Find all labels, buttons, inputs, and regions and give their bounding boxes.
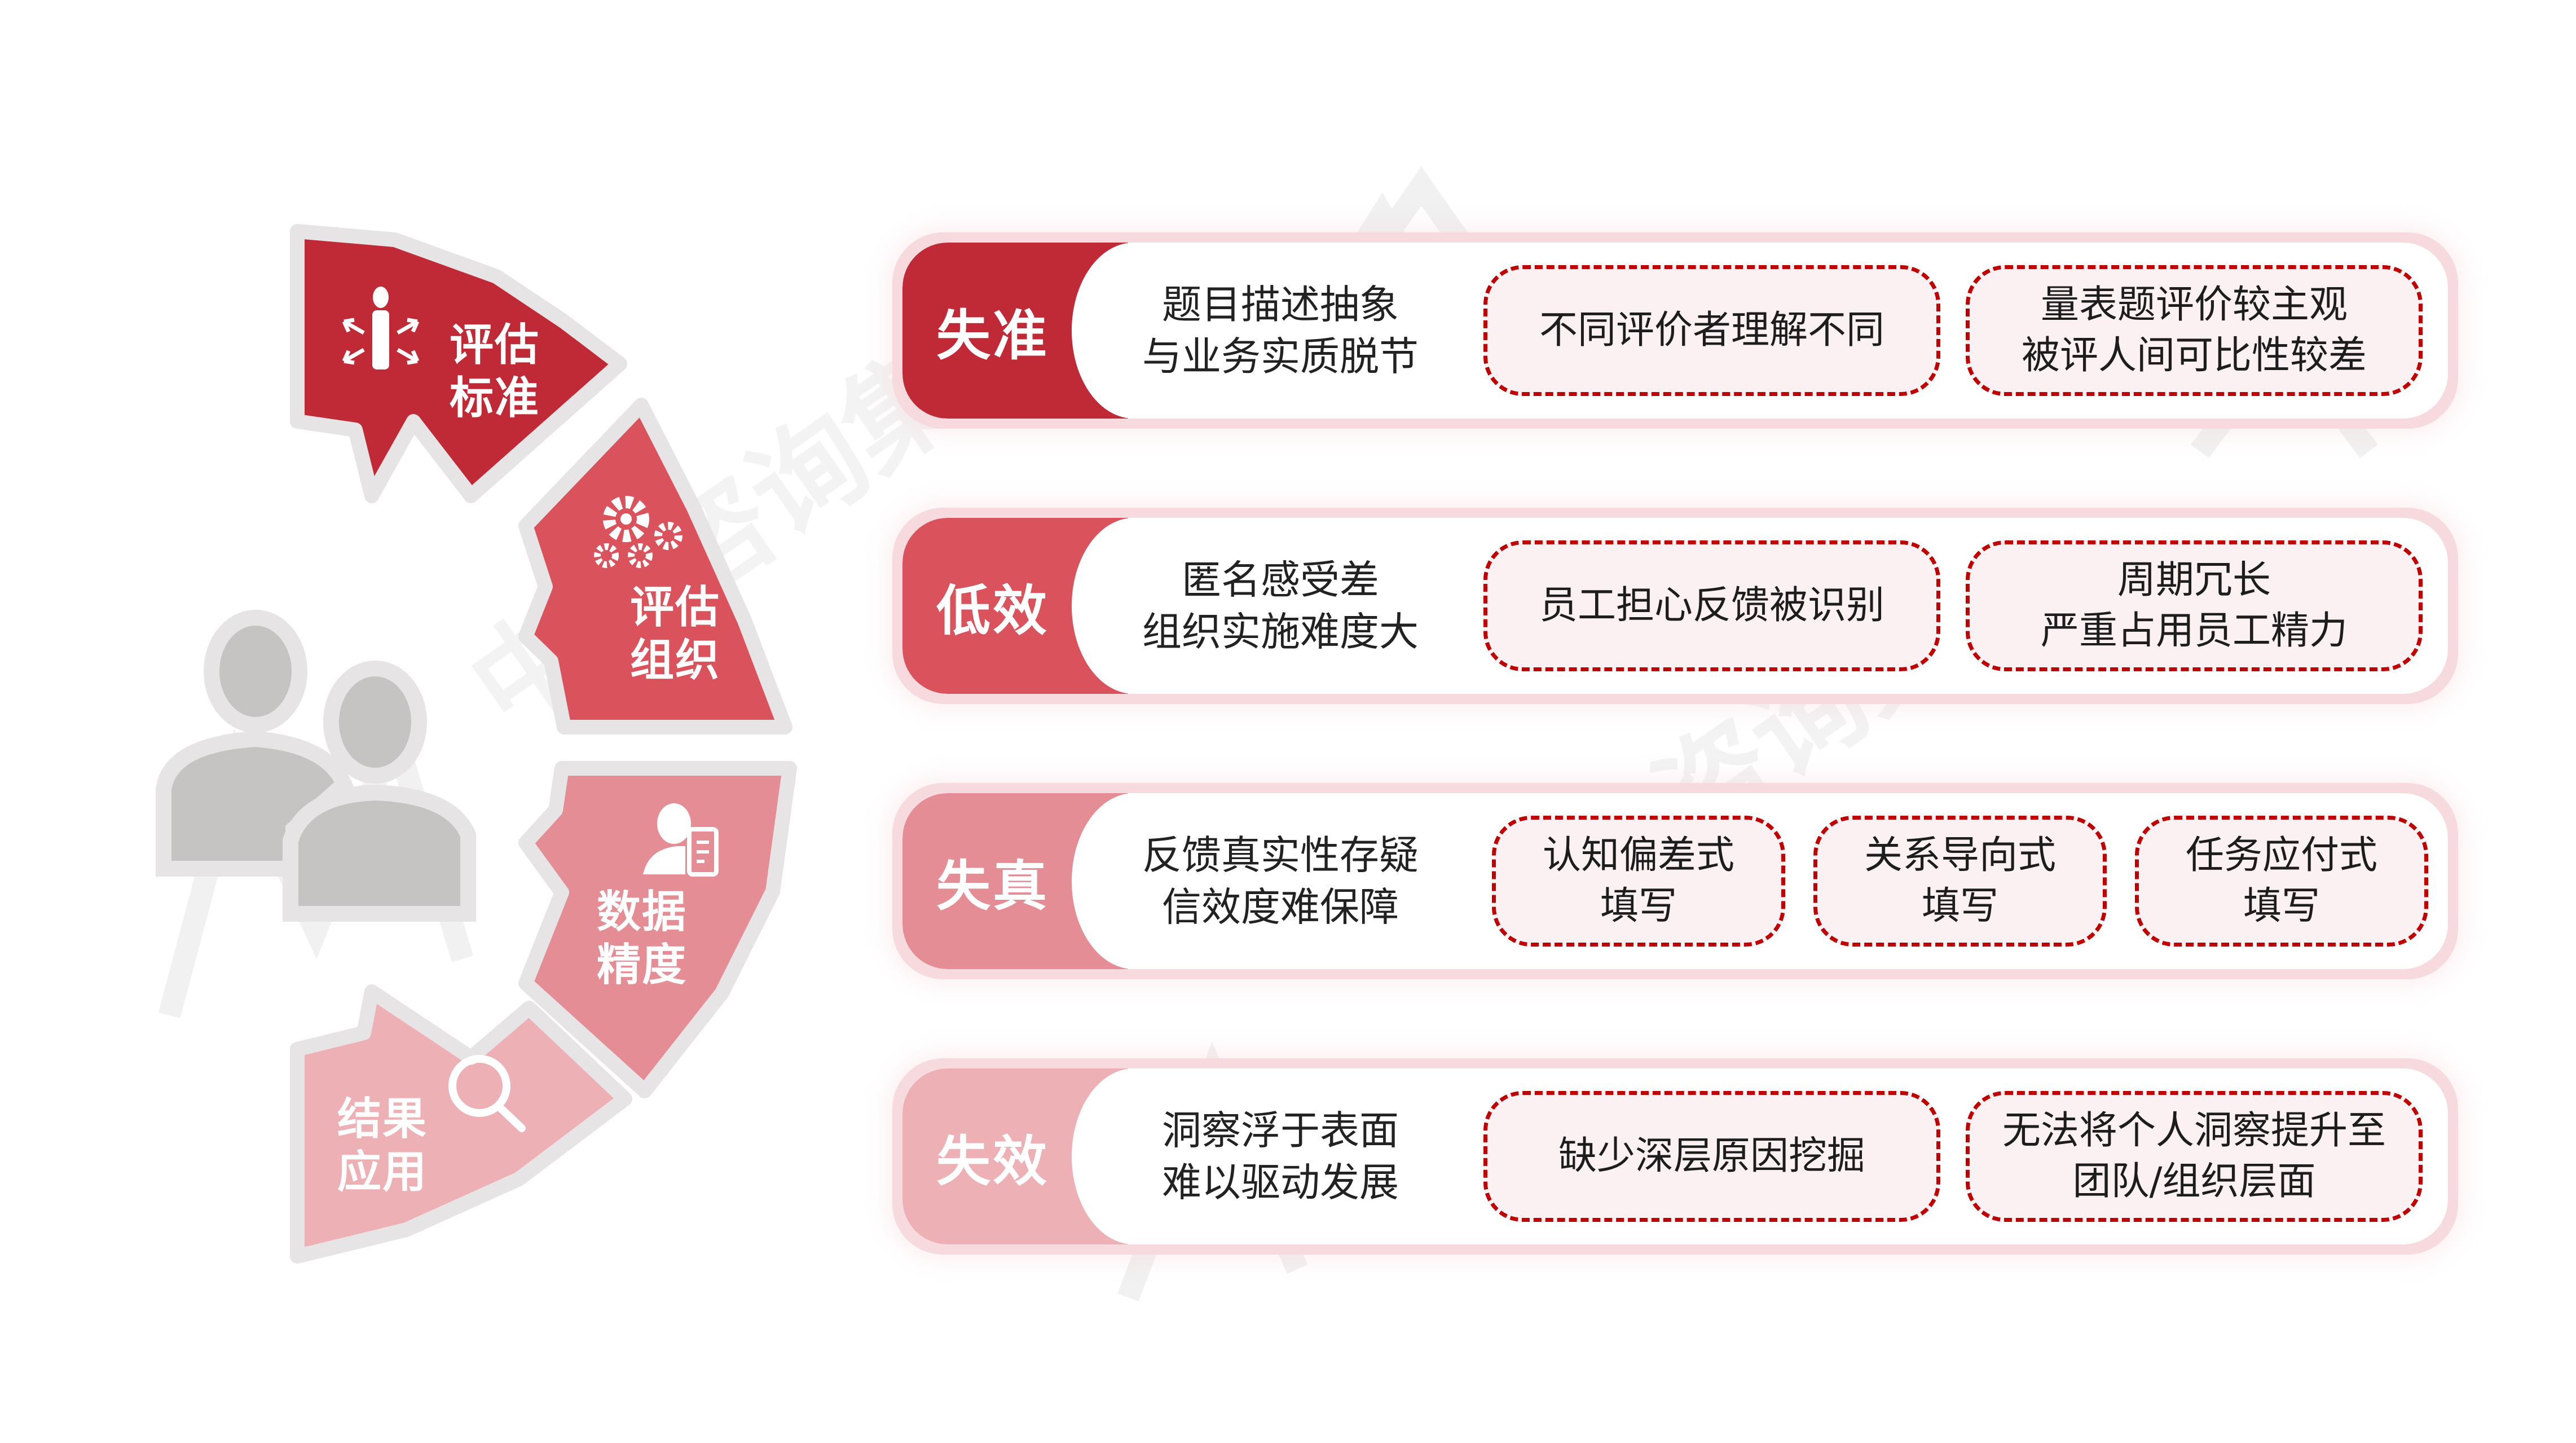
tag-line: 严重占用员工精力 bbox=[2040, 609, 2348, 653]
segment-label-line: 组织 bbox=[630, 635, 721, 686]
issue-tag: 缺少深层原因挖掘 bbox=[1483, 1091, 1940, 1222]
tag-line: 认知偏差式 bbox=[1542, 833, 1734, 878]
segment-evaluation-standard[interactable] bbox=[290, 224, 627, 503]
description-line: 洞察浮于表面 bbox=[1162, 1107, 1399, 1154]
issue-tag: 不同评价者理解不同 bbox=[1483, 265, 1940, 396]
row-panel: 失准 题目描述抽象 与业务实质脱节 不同评价者理解不同 量表题评价较主观 被评人… bbox=[902, 243, 2448, 419]
segment-label-line: 精度 bbox=[597, 940, 688, 991]
tag-line: 员工担心反馈被识别 bbox=[1539, 583, 1884, 628]
tag-line: 团队/组织层面 bbox=[2072, 1159, 2316, 1204]
row-panel: 失效 洞察浮于表面 难以驱动发展 缺少深层原因挖掘 无法将个人洞察提升至 团队/… bbox=[902, 1068, 2448, 1244]
issue-row-inefficient: 低效 匿名感受差 组织实施难度大 员工担心反馈被识别 周期冗长 严重占用员工精力 bbox=[892, 508, 2458, 704]
tag-line: 填写 bbox=[2243, 884, 2320, 929]
row-label-divider bbox=[1072, 518, 1184, 694]
tag-line: 无法将个人洞察提升至 bbox=[2002, 1108, 2386, 1153]
segment-data-accuracy[interactable] bbox=[518, 761, 797, 1098]
description-line: 难以驱动发展 bbox=[1162, 1159, 1399, 1206]
segment-label-line: 结果 bbox=[337, 1094, 428, 1145]
segment-label-line: 评估 bbox=[450, 320, 540, 371]
people-group-icon bbox=[156, 610, 476, 922]
tag-line: 关系导向式 bbox=[1864, 833, 2056, 878]
person-arrows-icon bbox=[342, 287, 420, 369]
tag-line: 周期冗长 bbox=[2117, 558, 2271, 602]
issue-row-distorted: 失真 反馈真实性存疑 信效度难保障 认知偏差式 填写 关系导向式 填写 任务应付… bbox=[892, 783, 2458, 979]
tag-line: 量表题评价较主观 bbox=[2040, 283, 2348, 327]
person-document-icon bbox=[643, 803, 719, 877]
gears-icon bbox=[594, 496, 682, 568]
row-panel: 失真 反馈真实性存疑 信效度难保障 认知偏差式 填写 关系导向式 填写 任务应付… bbox=[902, 793, 2448, 969]
tag-line: 被评人间可比性较差 bbox=[2021, 333, 2367, 378]
segment-result-application[interactable] bbox=[290, 984, 632, 1264]
segment-label-line: 评估 bbox=[630, 582, 721, 633]
tag-line: 任务应付式 bbox=[2185, 833, 2377, 878]
segment-label-evaluation-standard: 评估 标准 bbox=[450, 319, 540, 425]
description-line: 反馈真实性存疑 bbox=[1142, 832, 1419, 878]
issue-tag: 员工担心反馈被识别 bbox=[1483, 540, 1940, 671]
segment-label-line: 应用 bbox=[337, 1147, 428, 1198]
row-label-divider bbox=[1072, 1068, 1184, 1244]
row-description: 题目描述抽象 与业务实质脱节 bbox=[1122, 243, 1438, 419]
issue-row-ineffective: 失效 洞察浮于表面 难以驱动发展 缺少深层原因挖掘 无法将个人洞察提升至 团队/… bbox=[892, 1058, 2458, 1255]
tag-line: 不同评价者理解不同 bbox=[1539, 308, 1884, 353]
segment-label-line: 标准 bbox=[450, 373, 540, 424]
description-line: 匿名感受差 bbox=[1182, 557, 1379, 603]
row-label-divider bbox=[1072, 243, 1184, 419]
issue-tag: 任务应付式 填写 bbox=[2135, 816, 2428, 947]
segment-label-evaluation-organization: 评估 组织 bbox=[630, 581, 720, 687]
row-label-divider bbox=[1072, 793, 1184, 969]
issue-row-inaccurate: 失准 题目描述抽象 与业务实质脱节 不同评价者理解不同 量表题评价较主观 被评人… bbox=[892, 232, 2458, 429]
issue-tag: 关系导向式 填写 bbox=[1813, 816, 2107, 947]
row-description: 匿名感受差 组织实施难度大 bbox=[1122, 518, 1438, 694]
row-panel: 低效 匿名感受差 组织实施难度大 员工担心反馈被识别 周期冗长 严重占用员工精力 bbox=[902, 518, 2448, 694]
tag-line: 缺少深层原因挖掘 bbox=[1558, 1134, 1865, 1178]
issue-tag: 无法将个人洞察提升至 团队/组织层面 bbox=[1966, 1091, 2423, 1222]
segment-evaluation-organization[interactable] bbox=[518, 398, 792, 734]
tag-line: 填写 bbox=[1921, 884, 1998, 929]
tag-line: 填写 bbox=[1600, 884, 1677, 929]
segment-label-data-accuracy: 数据 精度 bbox=[597, 886, 687, 992]
segment-label-result-application: 结果 应用 bbox=[337, 1093, 428, 1199]
issue-tag: 周期冗长 严重占用员工精力 bbox=[1966, 540, 2423, 671]
magnifier-icon bbox=[448, 1055, 526, 1132]
row-description: 洞察浮于表面 难以驱动发展 bbox=[1122, 1068, 1438, 1244]
segment-label-line: 数据 bbox=[597, 887, 688, 938]
description-line: 组织实施难度大 bbox=[1142, 609, 1419, 655]
description-line: 信效度难保障 bbox=[1162, 884, 1399, 930]
description-line: 与业务实质脱节 bbox=[1142, 333, 1419, 380]
issue-tag: 认知偏差式 填写 bbox=[1492, 816, 1785, 947]
issue-tag: 量表题评价较主观 被评人间可比性较差 bbox=[1966, 265, 2423, 396]
description-line: 题目描述抽象 bbox=[1162, 281, 1399, 328]
row-description: 反馈真实性存疑 信效度难保障 bbox=[1122, 793, 1438, 969]
